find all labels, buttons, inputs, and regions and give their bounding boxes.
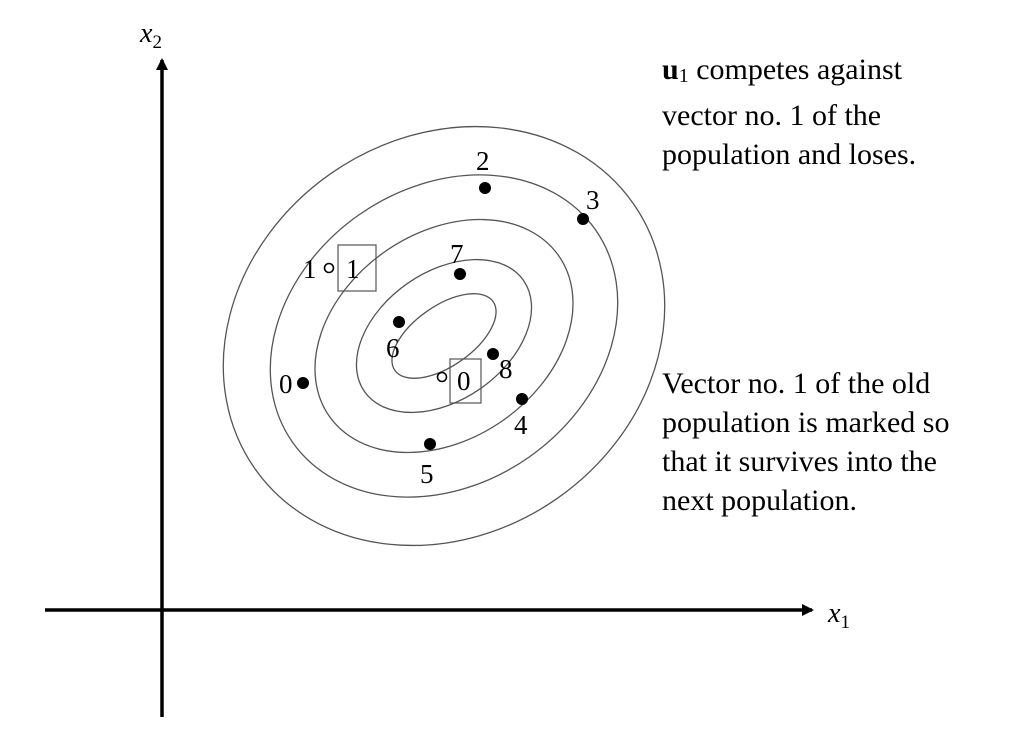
annotation-line: population is marked so [662,406,950,439]
trial-vector-label-0: 0 [457,366,471,396]
y-axis-label: x2 [139,18,162,53]
population-point-5 [424,438,436,450]
marked-vector-box-1 [337,244,377,292]
population-points [297,182,589,450]
contour-ellipse [391,293,497,379]
contour-lines [222,125,666,547]
trial-vector-points [323,262,448,383]
population-label-3: 3 [586,185,600,215]
contour-ellipse [222,125,666,547]
annotation-line: competes against [688,53,902,86]
population-point-8 [487,348,499,360]
point-labels: 0 1 2 3 4 5 6 7 8 1 0 [279,146,600,489]
population-label-0: 0 [279,369,293,399]
population-label-4: 4 [514,410,528,440]
population-point-0 [297,377,309,389]
population-label-6: 6 [386,333,400,363]
trial-vector-label-1: 1 [303,254,317,284]
trial-vector-subscript: 1 [678,65,689,87]
annotation-line: population and loses. [662,138,917,171]
population-label-2: 2 [476,146,490,176]
annotation-line: Vector no. 1 of the old [662,367,931,400]
population-label-8: 8 [499,354,513,384]
population-label-1: 1 [346,254,360,284]
annotation-line: that it survives into the [662,445,937,478]
contour-ellipse [269,174,619,498]
population-point-3 [577,213,589,225]
annotation-line: next population. [662,484,857,517]
population-point-4 [516,393,528,405]
population-point-6 [393,316,405,328]
annotation-competition: u1 competes against vector no. 1 of the … [662,50,916,174]
contour-ellipse [314,218,574,454]
population-label-7: 7 [450,239,464,269]
annotation-line: vector no. 1 of the [662,99,882,132]
trial-vector-symbol: u [662,53,679,86]
population-point-2 [479,182,491,194]
population-label-5: 5 [420,459,434,489]
trial-vector-point-1 [323,262,335,274]
trial-vector-point-0 [436,371,448,383]
population-point-7 [454,268,466,280]
annotation-survival: Vector no. 1 of the old population is ma… [662,364,949,520]
marked-vector-box-0 [449,358,482,404]
x-axis-label: x1 [827,598,850,633]
